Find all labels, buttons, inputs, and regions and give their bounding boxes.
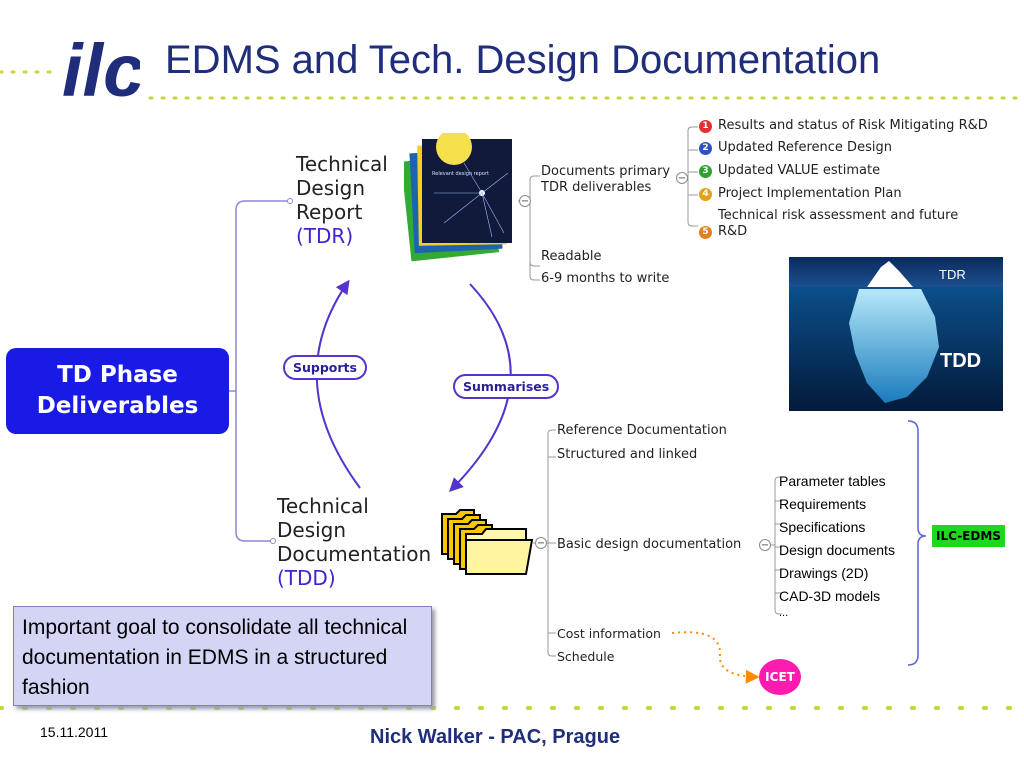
tdr-readable: Readable xyxy=(541,249,602,264)
number-3-icon: 3 xyxy=(699,165,712,178)
iceberg-label-tdd: TDD xyxy=(940,350,982,372)
iceberg-label-tdr: TDR xyxy=(939,267,966,282)
tdd-line-3: Documentation xyxy=(277,542,432,566)
deliverable-item-1: 1 Results and status of Risk Mitigating R… xyxy=(699,118,988,134)
deliverable-text-4: Project Implementation Plan xyxy=(718,186,902,201)
deliverable-text-2: Updated Reference Design xyxy=(718,140,892,155)
tdr-deliverables-collapse-toggle[interactable]: − xyxy=(676,172,688,184)
tdd-reference-documentation: Reference Documentation xyxy=(557,423,727,438)
iceberg-image: TDR TDD xyxy=(789,257,1003,411)
tdd-collapse-toggle[interactable]: − xyxy=(535,537,547,549)
slide-title: EDMS and Tech. Design Documentation xyxy=(165,38,881,82)
tdr-documents-primary-line-2: TDR deliverables xyxy=(541,180,652,195)
tdr-line-2: Design xyxy=(296,176,366,200)
deliverable-text-1: Results and status of Risk Mitigating R&… xyxy=(718,118,988,133)
basic-design-items-list: Parameter tables Requirements Specificat… xyxy=(779,470,895,619)
ilc-edms-badge: ILC-EDMS xyxy=(932,525,1005,547)
iceberg-icon xyxy=(789,257,1003,411)
report-stack-icon: Relevant design report xyxy=(401,129,512,262)
tdd-node: Technical Design Documentation (TDD) xyxy=(277,494,431,590)
root-node-td-phase-deliverables: TD Phase Deliverables xyxy=(6,348,229,434)
tdd-acronym: (TDD) xyxy=(277,566,336,590)
tdr-collapse-toggle[interactable]: − xyxy=(519,195,531,207)
tdr-documents-primary-line-1: Documents primary xyxy=(541,164,671,179)
tdd-cost-information: Cost information xyxy=(557,626,661,641)
list-item: Drawings (2D) xyxy=(779,565,869,581)
tdr-documents-primary: Documents primary TDR deliverables xyxy=(541,164,670,196)
deliverable-text-5-line-1: Technical risk assessment and future xyxy=(718,208,959,223)
list-item: Design documents xyxy=(779,542,895,558)
tdd-schedule: Schedule xyxy=(557,649,615,664)
footer-date: 15.11.2011 xyxy=(40,724,108,740)
ilc-logo-icon: ilc xyxy=(62,29,144,112)
footer-author: Nick Walker - PAC, Prague xyxy=(370,726,621,748)
svg-text:Relevant design report: Relevant design report xyxy=(432,171,489,177)
deliverable-text-5-line-2: R&D xyxy=(718,224,748,239)
list-item: ... xyxy=(779,607,789,619)
list-item: Parameter tables xyxy=(779,473,886,489)
tdd-line-2: Design xyxy=(277,518,347,542)
basic-design-collapse-toggle[interactable]: − xyxy=(759,539,771,551)
deliverable-item-2: 2 Updated Reference Design xyxy=(699,140,892,156)
icet-node: ICET xyxy=(759,659,801,695)
tdr-acronym: (TDR) xyxy=(296,224,354,248)
deliverable-text-3: Updated VALUE estimate xyxy=(718,163,881,178)
logo: ilc xyxy=(60,18,144,112)
list-item: Requirements xyxy=(779,496,867,512)
tdr-line-1: Technical xyxy=(296,152,388,176)
goal-note-box: Important goal to consolidate all techni… xyxy=(13,606,432,706)
summarises-link-label: Summarises xyxy=(453,374,560,399)
list-item: Specifications xyxy=(779,519,866,535)
number-2-icon: 2 xyxy=(699,142,712,155)
tdd-line-1: Technical xyxy=(277,494,369,518)
number-1-icon: 1 xyxy=(699,120,712,133)
deliverable-item-4: 4 Project Implementation Plan xyxy=(699,186,902,202)
root-line-2: Deliverables xyxy=(36,393,199,419)
tdr-line-3: Report xyxy=(296,200,363,224)
number-4-icon: 4 xyxy=(699,188,712,201)
tdr-node: Technical Design Report (TDR) xyxy=(296,152,388,248)
tdr-report-cover-image: Relevant design report xyxy=(401,129,524,263)
svg-text:ilc: ilc xyxy=(62,29,140,106)
tdd-structured-and-linked: Structured and linked xyxy=(557,447,698,462)
root-line-1: TD Phase xyxy=(57,362,178,388)
tdr-time-to-write: 6-9 months to write xyxy=(541,271,670,286)
supports-link-label: Supports xyxy=(283,355,367,380)
tdd-basic-design-documentation: Basic design documentation xyxy=(557,537,742,552)
folder-stack xyxy=(438,506,534,578)
deliverable-item-3: 3 Updated VALUE estimate xyxy=(699,163,880,179)
deliverable-item-5: Technical risk assessment and future 5 R&… xyxy=(699,208,958,240)
list-item: CAD-3D models xyxy=(779,588,881,604)
folders-icon xyxy=(441,509,534,575)
number-5-icon: 5 xyxy=(699,226,712,239)
